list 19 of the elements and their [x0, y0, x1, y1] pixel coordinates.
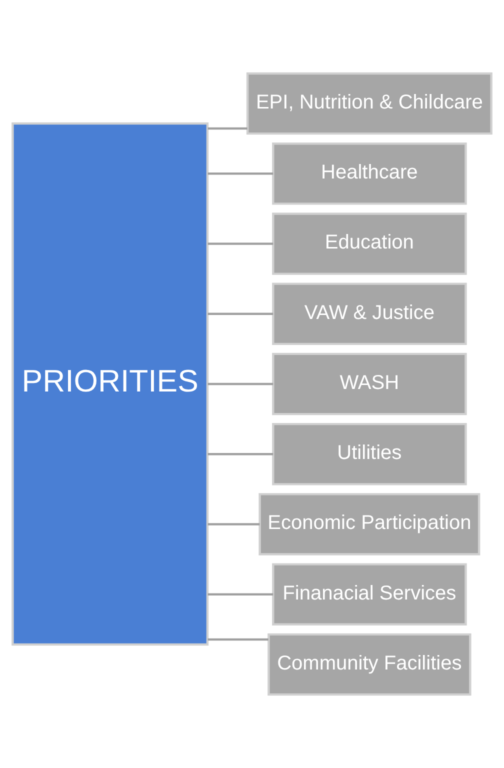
node-box: VAW & Justice	[272, 282, 467, 346]
node-box: Community Facilities	[268, 633, 472, 696]
connector	[208, 453, 274, 456]
connector	[208, 312, 274, 315]
node-box: Healthcare	[272, 142, 467, 205]
node-box: Economic Participation	[258, 493, 480, 556]
node-box: Utilities	[272, 422, 467, 486]
node-box: Finanacial Services	[272, 563, 467, 626]
connector	[208, 127, 248, 130]
node-box: Education	[272, 212, 467, 275]
connector	[208, 593, 274, 596]
connector	[208, 242, 274, 245]
connector	[208, 172, 274, 175]
node-box: EPI, Nutrition & Childcare	[246, 72, 492, 135]
connector	[208, 523, 260, 526]
connector	[208, 638, 268, 641]
node-box: PRIORITIES	[12, 122, 209, 646]
connector	[208, 382, 274, 386]
node-box: WASH	[272, 352, 467, 416]
